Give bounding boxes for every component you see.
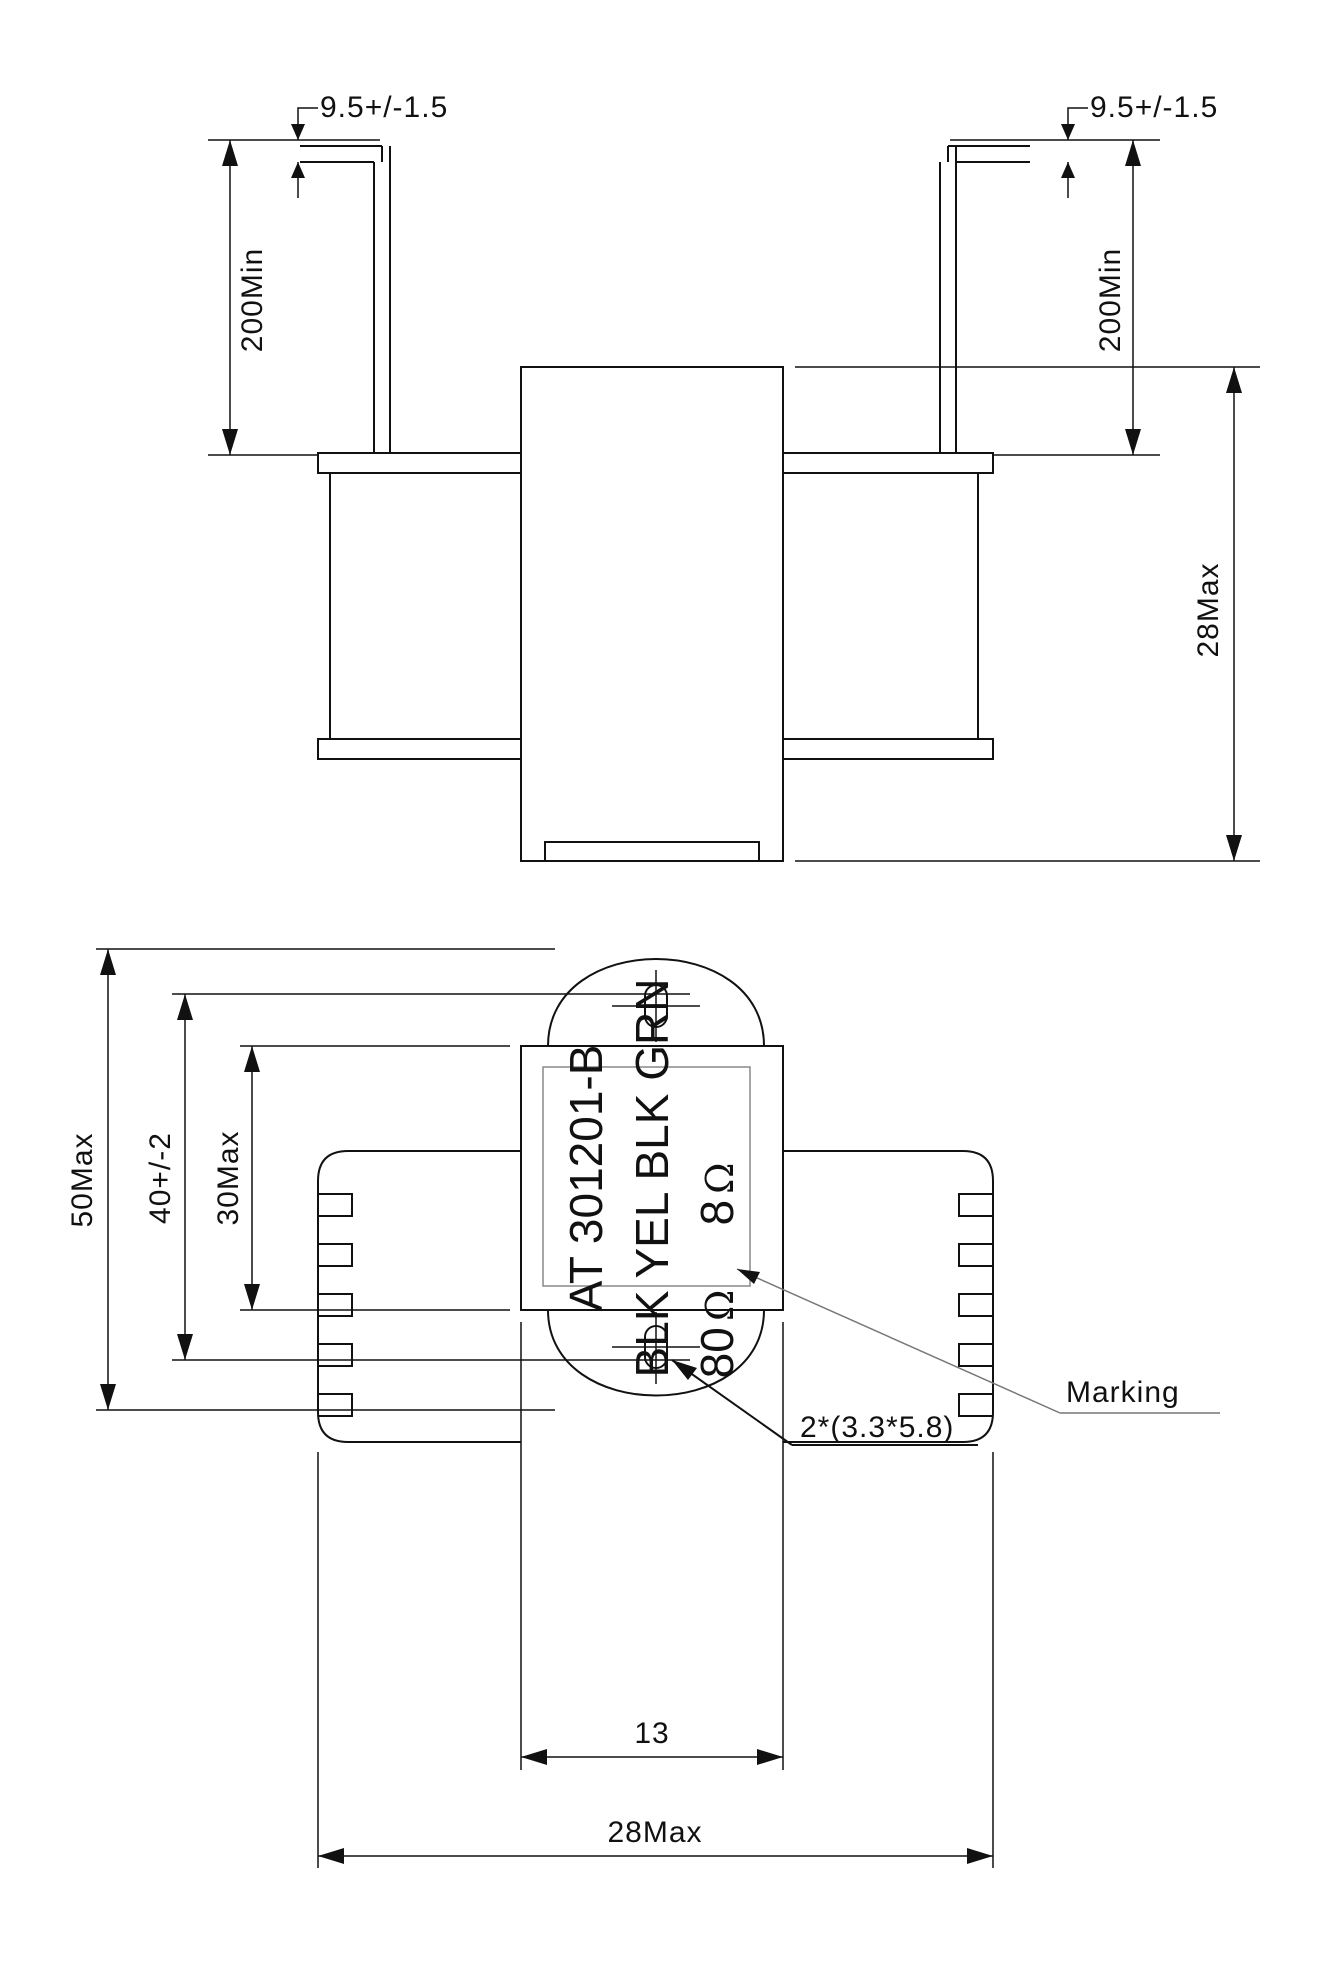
overall-width-label: 28Max <box>607 1816 702 1849</box>
strip-length-left-label: 9.5+/-1.5 <box>320 91 448 124</box>
dim-left-lead-length: 200Min <box>222 140 269 455</box>
dim-mounting-pitch: 40+/-2 <box>144 994 193 1360</box>
side-core-block <box>520 366 784 862</box>
top-view: AT 301201-B BLK YEL BLK GRN 80Ω 8Ω 50Max… <box>66 948 1220 1868</box>
bottom-mounting-ear <box>547 1309 765 1397</box>
dim-left-strip: 9.5+/-1.5 <box>291 91 448 198</box>
side-view: 200Min 200Min 9.5+/-1.5 9.5+/-1.5 <box>208 91 1260 862</box>
slot-size-label: 2*(3.3*5.8) <box>800 1411 954 1444</box>
side-right-flange-top <box>782 452 994 474</box>
lead-length-right-label: 200Min <box>1094 248 1127 352</box>
marking-secondary-impedance: 8Ω <box>691 1162 743 1225</box>
dim-core-width: 13 <box>521 1717 783 1765</box>
dim-overall-height: 50Max <box>66 949 116 1410</box>
dim-right-lead-length: 200Min <box>1094 140 1141 455</box>
left-lead-wire <box>300 145 391 453</box>
side-height-label: 28Max <box>1192 562 1225 657</box>
side-right-flange-bottom <box>782 738 994 760</box>
marking-part-number: AT 301201-B <box>560 1045 612 1312</box>
left-coil-winding <box>317 1150 521 1443</box>
side-core-foot <box>544 841 760 862</box>
marking-primary-impedance: 80Ω <box>691 1290 743 1379</box>
dim-right-strip: 9.5+/-1.5 <box>1061 91 1218 198</box>
core-width-label: 13 <box>634 1717 669 1750</box>
marking-callout: Marking <box>736 1268 1220 1414</box>
slot-callout: 2*(3.3*5.8) <box>671 1359 978 1446</box>
core-height-label: 30Max <box>212 1130 245 1225</box>
marking-wire-colors: BLK YEL BLK GRN <box>626 979 678 1378</box>
side-left-flange-top <box>317 452 522 474</box>
dim-core-height: 30Max <box>212 1046 260 1310</box>
right-lead-wire <box>939 145 1030 453</box>
strip-length-right-label: 9.5+/-1.5 <box>1090 91 1218 124</box>
dim-side-height: 28Max <box>1192 367 1242 861</box>
lead-length-left-label: 200Min <box>236 248 269 352</box>
marking-callout-label: Marking <box>1066 1376 1180 1409</box>
right-coil-bobbin-teeth <box>958 1193 993 1417</box>
left-coil-bobbin-teeth <box>318 1193 353 1417</box>
overall-height-label: 50Max <box>66 1132 99 1227</box>
mounting-pitch-label: 40+/-2 <box>144 1132 177 1224</box>
right-coil-winding <box>783 1150 994 1443</box>
side-left-flange-bottom <box>317 738 522 760</box>
top-core-block <box>520 1045 784 1311</box>
dim-overall-width: 28Max <box>318 1816 993 1864</box>
marking-label-area <box>542 1066 751 1287</box>
top-mounting-ear <box>547 958 765 1047</box>
